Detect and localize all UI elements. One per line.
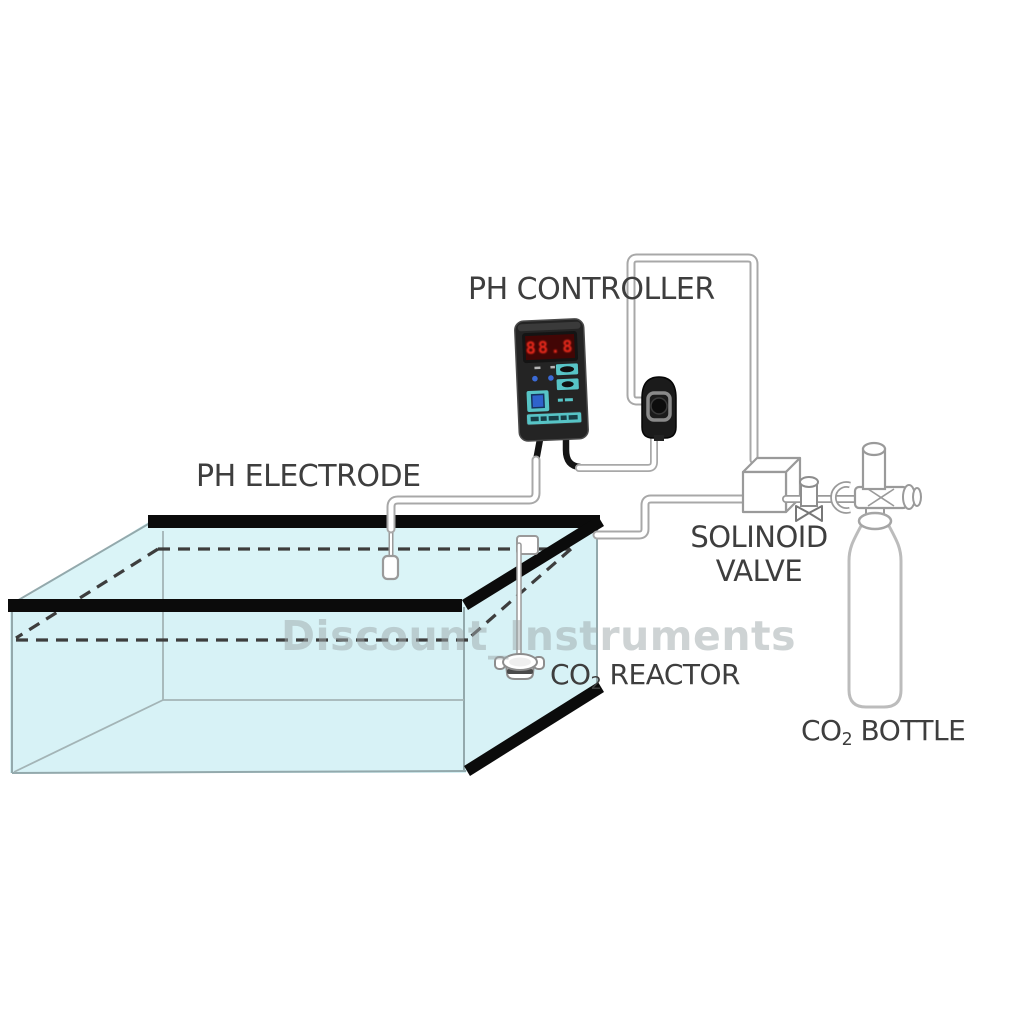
cross-valve (853, 484, 922, 510)
solenoid-valve-label-line1: SOLINOID (690, 520, 828, 554)
tank-edges (9, 522, 598, 774)
adapter-cable (575, 434, 658, 472)
solenoid-tank-tube (592, 494, 751, 540)
tank-interior-edges (13, 531, 464, 773)
valve-top-cylinder (861, 441, 887, 491)
ph-electrode-label: PH ELECTRODE (196, 459, 421, 494)
power-adapter-device (641, 376, 677, 441)
rim-top-right-band (462, 516, 604, 610)
rim-front-band (8, 599, 462, 612)
bottle-collar (857, 511, 893, 531)
led-display (525, 333, 576, 361)
co2-bottle-label: CO2 BOTTLE (801, 714, 966, 750)
controller-solenoid-tube (626, 253, 759, 465)
brand-strip (526, 411, 583, 426)
indicator-led-left (532, 375, 538, 382)
aquarium-tank (8, 515, 604, 776)
solenoid-valve-label: SOLINOID VALVE (659, 520, 859, 588)
tank-front-face (10, 606, 466, 773)
indicator-led-right (548, 375, 554, 381)
rim-bottom-right-band (464, 682, 604, 776)
solenoid-valve-device (741, 456, 802, 514)
tank-top-face (10, 521, 598, 607)
rim-back-band (148, 515, 600, 528)
co2-reactor-label: CO2 REACTOR (550, 658, 740, 694)
solenoid-valve-label-line2: VALVE (715, 554, 803, 588)
tank-rim-bands (8, 515, 604, 776)
ph-electrode-probe (381, 554, 400, 581)
ph-controller-device: 88.8 (514, 318, 589, 442)
electrode-cable (386, 455, 541, 534)
led-display-value: 88.8 (525, 337, 575, 359)
watermark-text: Discount_Instruments (281, 612, 797, 660)
calibration-pad (526, 390, 550, 412)
needle-valve (795, 476, 823, 522)
co2-bottle-device (782, 441, 922, 709)
switch-plates (554, 362, 580, 392)
bottle-body (847, 524, 903, 709)
adapter-socket (650, 397, 668, 415)
ph-controller-label: PH CONTROLLER (468, 272, 715, 307)
co2-reactor-device (494, 653, 545, 680)
